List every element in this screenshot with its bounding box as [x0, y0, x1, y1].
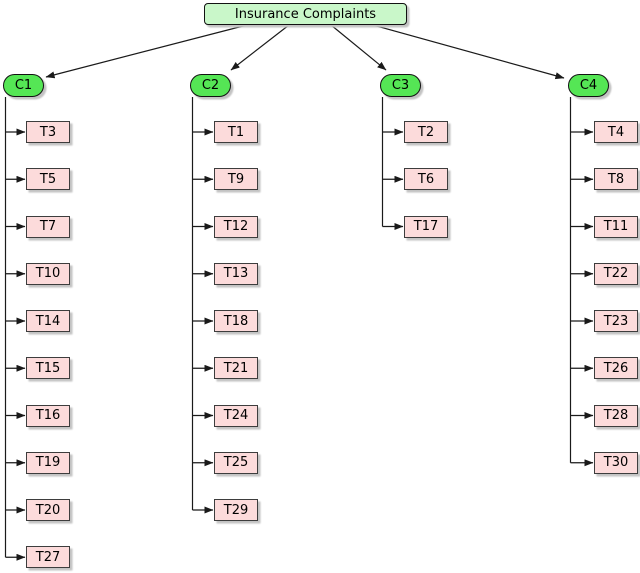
task-node-T1: T1	[214, 121, 258, 143]
root-node: Insurance Complaints	[204, 3, 407, 25]
task-node-T13: T13	[214, 262, 258, 285]
task-label: T13	[223, 266, 249, 282]
task-node-T11: T11	[594, 215, 638, 238]
task-node-T10: T10	[26, 262, 70, 285]
task-node-T7: T7	[26, 215, 70, 238]
task-label: T14	[35, 313, 61, 329]
task-node-T21: T21	[214, 357, 258, 380]
root-label: Insurance Complaints	[234, 6, 377, 22]
task-label: T1	[227, 124, 245, 140]
task-label: T26	[603, 360, 629, 376]
task-label: T7	[39, 219, 57, 234]
task-node-T2: T2	[404, 121, 448, 143]
edge-group	[4, 24, 594, 561]
task-label: T28	[603, 408, 629, 423]
task-node-T14: T14	[26, 310, 70, 332]
task-node-T27: T27	[26, 546, 70, 569]
task-node-T4: T4	[594, 121, 638, 143]
cluster-label: C4	[579, 78, 598, 93]
task-node-T24: T24	[214, 404, 258, 427]
task-node-T3: T3	[26, 121, 70, 143]
task-label: T15	[35, 360, 61, 376]
task-node-T28: T28	[594, 404, 638, 427]
task-node-T9: T9	[214, 168, 258, 191]
task-label: T6	[417, 171, 435, 187]
task-label: T21	[223, 360, 249, 376]
task-label: T16	[35, 408, 61, 423]
cluster-node-C1: C1	[3, 74, 44, 97]
task-node-T6: T6	[404, 168, 448, 191]
task-node-T29: T29	[214, 499, 258, 521]
task-node-T22: T22	[594, 262, 638, 285]
task-node-T19: T19	[26, 451, 70, 474]
cluster-label: C3	[391, 78, 410, 93]
task-label: T19	[35, 455, 61, 471]
edge-root-C1	[45, 24, 248, 79]
task-node-T23: T23	[594, 310, 638, 332]
task-label: T8	[607, 171, 625, 187]
task-label: T24	[223, 408, 249, 423]
cluster-node-C2: C2	[190, 74, 231, 97]
edge-root-C4	[372, 24, 565, 80]
task-node-T16: T16	[26, 404, 70, 427]
task-label: T11	[603, 219, 629, 234]
task-node-T8: T8	[594, 168, 638, 191]
cluster-node-C3: C3	[380, 74, 421, 97]
task-node-T17: T17	[404, 215, 448, 238]
task-node-T30: T30	[594, 451, 638, 474]
task-label: T23	[603, 313, 629, 329]
task-label: T18	[223, 313, 249, 329]
edge-root-C3	[330, 24, 387, 71]
task-label: T4	[607, 124, 625, 140]
task-label: T5	[39, 171, 57, 187]
task-label: T30	[603, 455, 629, 471]
task-label: T3	[39, 124, 57, 140]
task-label: T22	[603, 266, 629, 282]
task-label: T25	[223, 455, 249, 471]
task-node-T12: T12	[214, 215, 258, 238]
task-label: T29	[223, 502, 249, 518]
cluster-label: C1	[14, 78, 33, 93]
task-node-T18: T18	[214, 310, 258, 332]
task-label: T27	[35, 549, 61, 565]
task-node-T15: T15	[26, 357, 70, 380]
cluster-label: C2	[201, 78, 220, 93]
cluster-node-C4: C4	[568, 74, 609, 97]
task-label: T2	[417, 124, 435, 140]
task-label: T9	[227, 171, 245, 187]
task-label: T20	[35, 502, 61, 518]
task-label: T17	[413, 219, 439, 234]
edge-root-C2	[230, 24, 290, 71]
task-node-T5: T5	[26, 168, 70, 191]
task-node-T20: T20	[26, 499, 70, 521]
task-node-T26: T26	[594, 357, 638, 380]
task-label: T12	[223, 219, 249, 234]
task-node-T25: T25	[214, 451, 258, 474]
task-label: T10	[35, 266, 61, 282]
